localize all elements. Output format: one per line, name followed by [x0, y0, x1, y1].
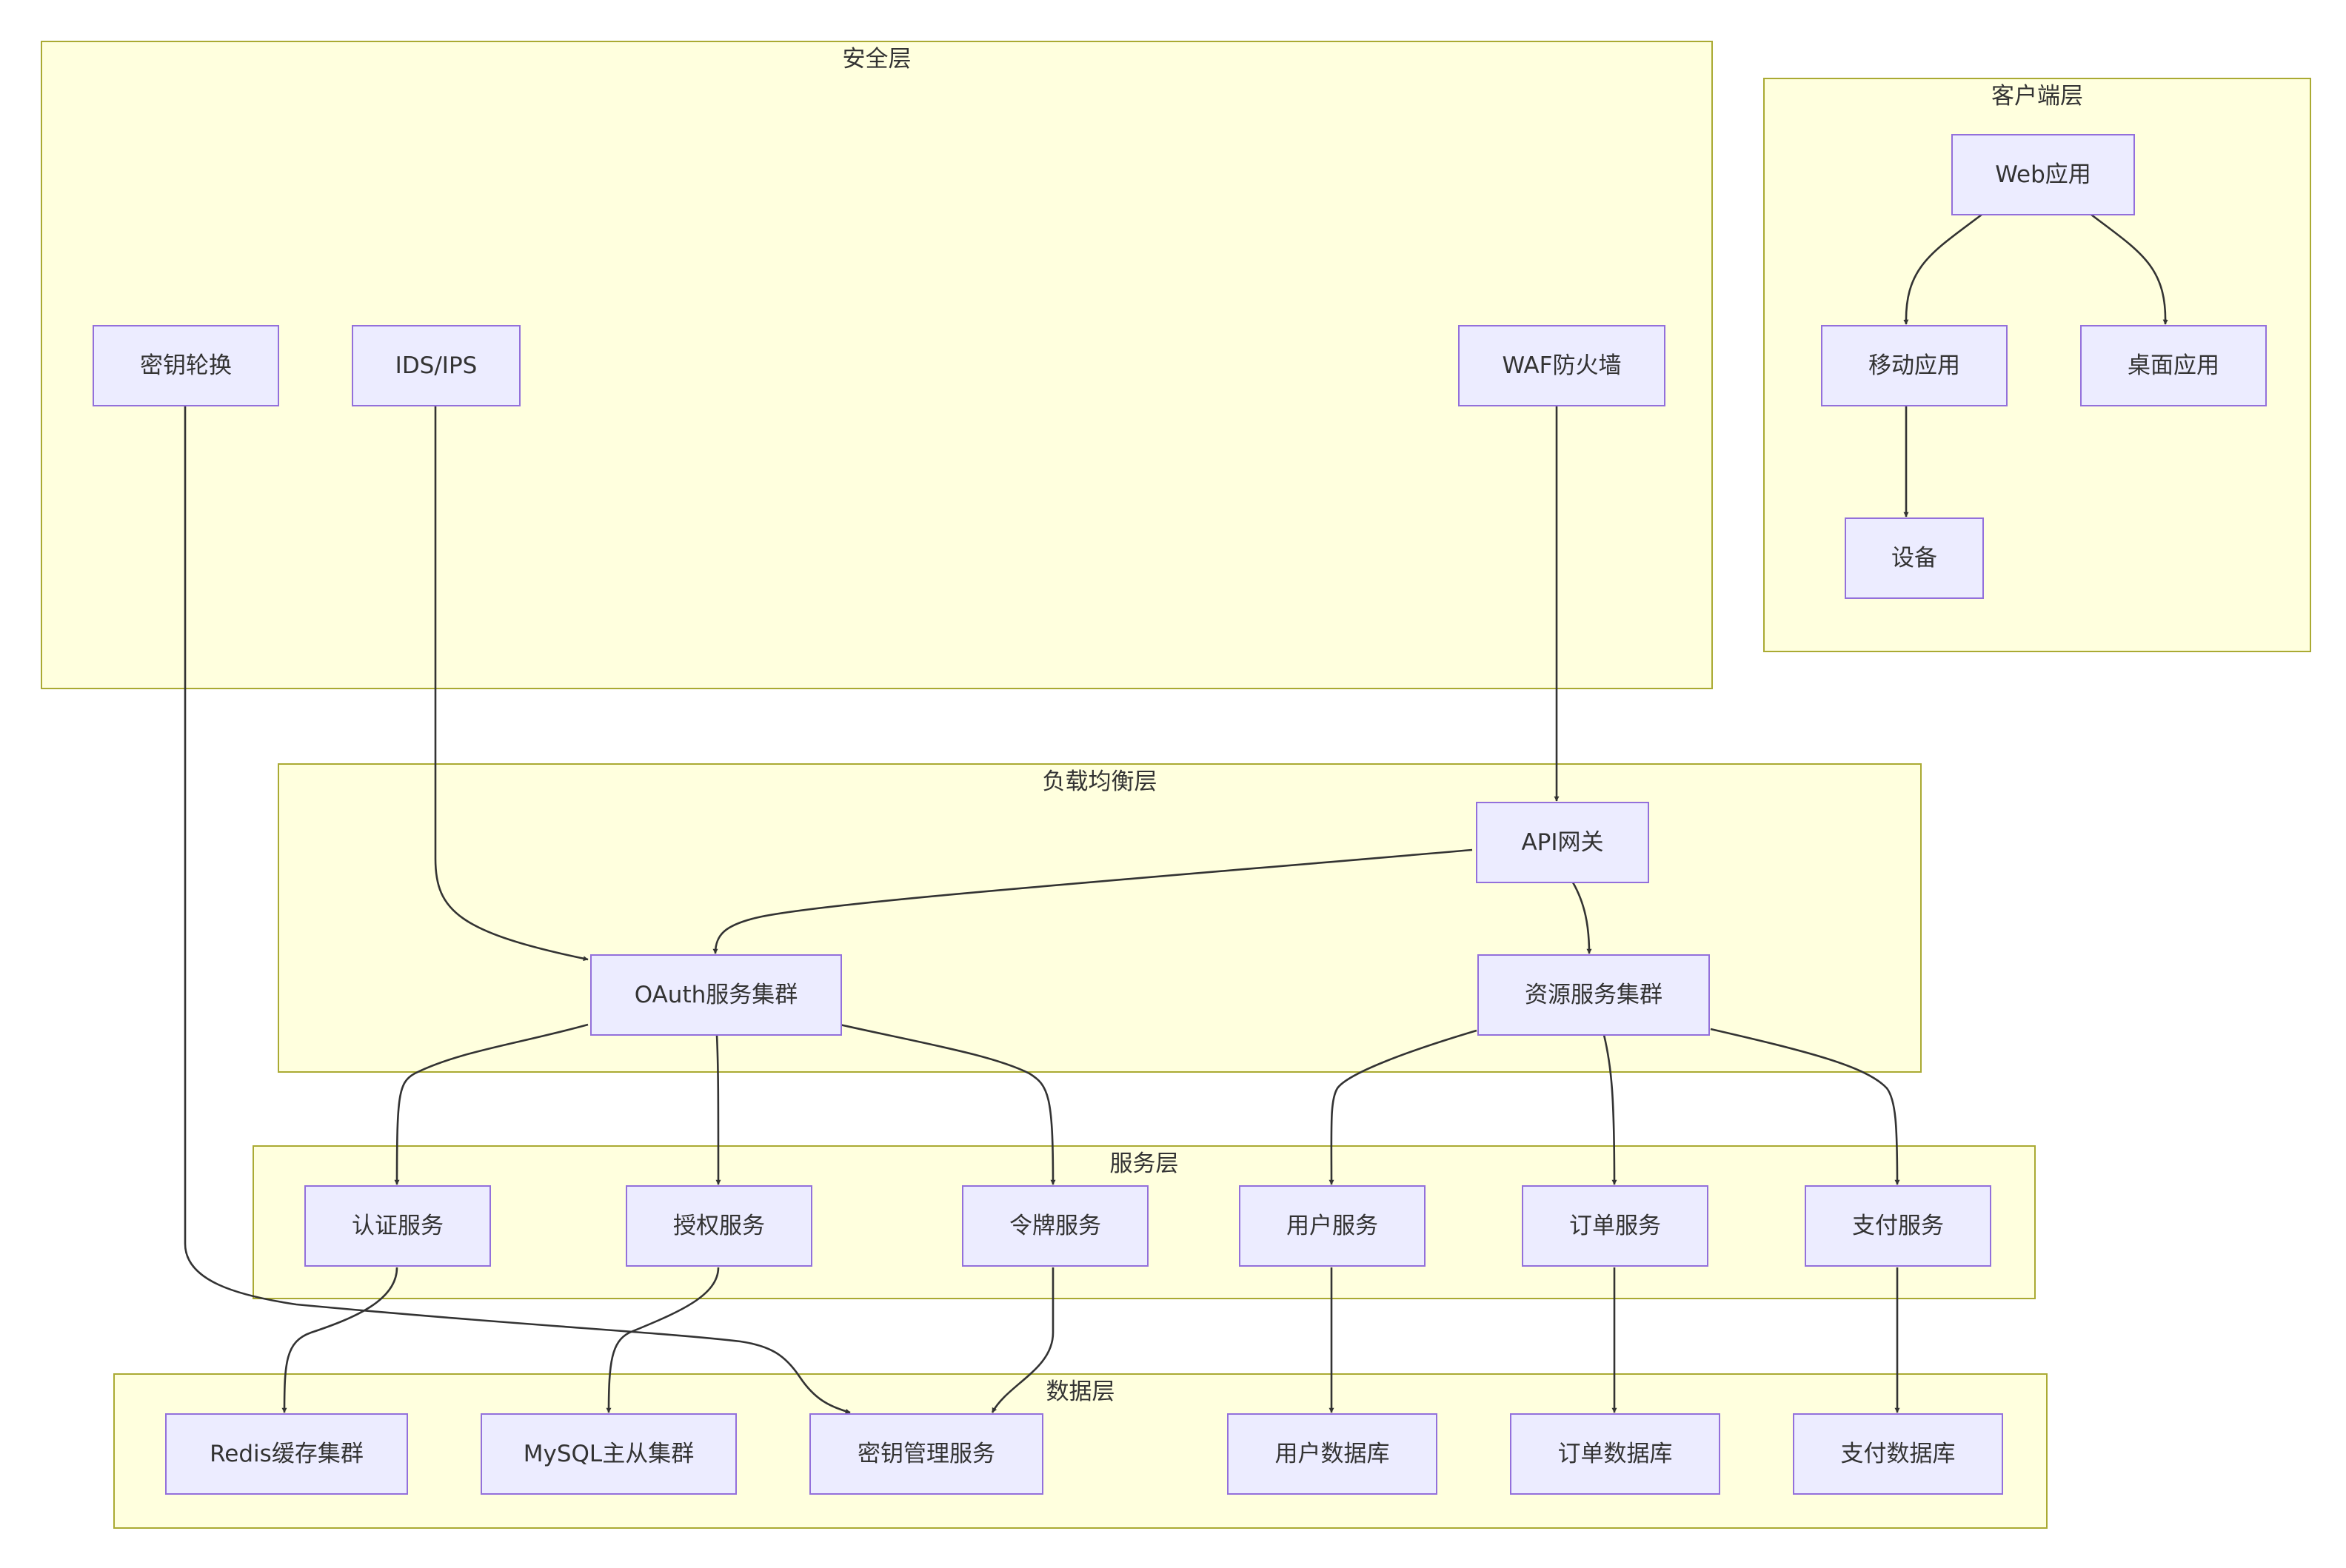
node-token-service-label: 令牌服务	[1009, 1213, 1101, 1239]
cluster-data-label: 数据层	[1046, 1378, 1115, 1405]
node-key-management-label: 密钥管理服务	[858, 1441, 995, 1467]
node-mysql-cluster-label: MySQL主从集群	[524, 1441, 694, 1467]
node-key-rotation-label: 密钥轮换	[140, 352, 232, 379]
cluster-service-label: 服务层	[1110, 1150, 1179, 1177]
node-authorization-service-label: 授权服务	[673, 1213, 765, 1239]
node-payment-db[interactable]: 支付数据库	[1793, 1413, 2003, 1495]
node-order-service-label: 订单服务	[1569, 1213, 1661, 1239]
node-ids-ips-label: IDS/IPS	[395, 352, 478, 379]
node-user-db[interactable]: 用户数据库	[1227, 1413, 1437, 1495]
edge-oauth-cluster-to-authorization-service	[715, 1034, 721, 1185]
edge-ids-ips-to-oauth-cluster	[434, 406, 589, 962]
edges	[184, 213, 2168, 1414]
node-mysql-cluster[interactable]: MySQL主从集群	[481, 1413, 737, 1495]
node-payment-service[interactable]: 支付服务	[1805, 1185, 1991, 1267]
node-web-app-label: Web应用	[1995, 161, 2091, 188]
node-device[interactable]: 设备	[1845, 517, 1984, 599]
node-resource-cluster[interactable]: 资源服务集群	[1477, 954, 1710, 1036]
node-oauth-cluster-label: OAuth服务集群	[635, 982, 798, 1008]
node-user-db-label: 用户数据库	[1275, 1441, 1390, 1467]
node-mobile-app-label: 移动应用	[1868, 352, 1960, 379]
edge-resource-cluster-to-order-service	[1603, 1034, 1617, 1185]
node-order-db[interactable]: 订单数据库	[1510, 1413, 1720, 1495]
node-order-service[interactable]: 订单服务	[1522, 1185, 1708, 1267]
node-redis-cluster[interactable]: Redis缓存集群	[165, 1413, 408, 1495]
edge-web-app-to-desktop-app	[2091, 213, 2168, 325]
node-payment-db-label: 支付数据库	[1841, 1441, 1956, 1467]
cluster-security-label: 安全层	[843, 46, 912, 73]
node-order-db-label: 订单数据库	[1558, 1441, 1673, 1467]
node-desktop-app-label: 桌面应用	[2128, 352, 2219, 379]
cluster-security: 安全层	[41, 41, 1713, 689]
node-redis-cluster-label: Redis缓存集群	[210, 1441, 364, 1467]
cluster-data: 数据层	[113, 1373, 2048, 1529]
node-api-gateway[interactable]: API网关	[1476, 802, 1649, 883]
node-key-management[interactable]: 密钥管理服务	[809, 1413, 1043, 1495]
node-auth-service-label: 认证服务	[352, 1213, 444, 1239]
edge-web-app-to-mobile-app	[1903, 213, 1982, 325]
edge-key-rotation-to-key-management	[184, 406, 851, 1414]
node-payment-service-label: 支付服务	[1852, 1213, 1944, 1239]
edge-auth-service-to-redis-cluster	[281, 1267, 398, 1413]
node-device-label: 设备	[1891, 545, 1937, 572]
node-mobile-app[interactable]: 移动应用	[1821, 325, 2008, 406]
node-waf-label: WAF防火墙	[1503, 352, 1622, 379]
node-ids-ips[interactable]: IDS/IPS	[352, 325, 521, 406]
node-oauth-cluster[interactable]: OAuth服务集群	[590, 954, 842, 1036]
edge-api-gateway-to-resource-cluster	[1571, 882, 1592, 954]
node-desktop-app[interactable]: 桌面应用	[2080, 325, 2267, 406]
node-resource-cluster-label: 资源服务集群	[1525, 982, 1662, 1008]
node-user-service[interactable]: 用户服务	[1239, 1185, 1426, 1267]
node-key-rotation[interactable]: 密钥轮换	[93, 325, 279, 406]
node-api-gateway-label: API网关	[1521, 829, 1603, 856]
edge-token-service-to-key-management	[991, 1267, 1055, 1413]
edge-api-gateway-to-oauth-cluster	[712, 848, 1473, 954]
cluster-load-balancer-label: 负载均衡层	[1043, 768, 1157, 795]
node-authorization-service[interactable]: 授权服务	[626, 1185, 812, 1267]
node-user-service-label: 用户服务	[1286, 1213, 1378, 1239]
edge-resource-cluster-to-payment-service	[1710, 1028, 1900, 1185]
edge-oauth-cluster-to-auth-service	[394, 1023, 589, 1185]
node-web-app[interactable]: Web应用	[1951, 134, 2135, 215]
edge-resource-cluster-to-user-service	[1329, 1029, 1477, 1185]
cluster-client-label: 客户端层	[1991, 83, 2083, 110]
node-token-service[interactable]: 令牌服务	[962, 1185, 1149, 1267]
node-auth-service[interactable]: 认证服务	[304, 1185, 491, 1267]
node-waf[interactable]: WAF防火墙	[1458, 325, 1665, 406]
edge-oauth-cluster-to-token-service	[839, 1023, 1056, 1185]
